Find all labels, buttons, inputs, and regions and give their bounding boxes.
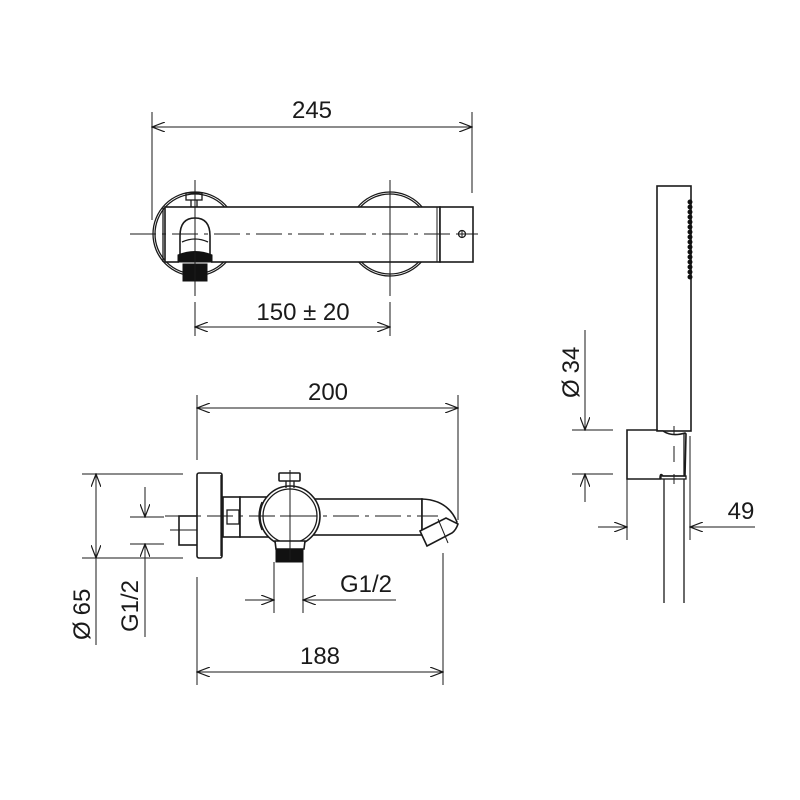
dimension-label-49: 49 (728, 498, 755, 525)
dimension-245: 245 (152, 97, 472, 220)
hand-shower-view: Ø34 49 (558, 185, 755, 603)
dimension-label-diameter-34: Ø34 (558, 347, 585, 398)
dimension-label-245: 245 (292, 97, 332, 124)
dimension-diameter-65: Ø65 (69, 474, 183, 645)
dimension-188: 188 (197, 553, 443, 685)
dimension-label-diameter-65: Ø65 (69, 589, 96, 640)
top-view: 245 150 (130, 97, 478, 336)
dimension-label-150: 150 ± 20 (256, 299, 349, 326)
front-view: 200 Ø65 G1/2 (69, 379, 458, 685)
dimension-label-outlet-g12: G1/2 (340, 571, 392, 598)
dimension-49: 49 (598, 479, 755, 540)
dimension-label-inlet-g12: G1/2 (117, 580, 144, 632)
dimension-inlet-g12: G1/2 (117, 487, 164, 637)
dimension-200: 200 (197, 379, 458, 520)
dimension-label-200: 200 (308, 379, 348, 406)
spray-nozzles (687, 199, 693, 280)
dimension-label-188: 188 (300, 643, 340, 670)
dimension-150: 150 ± 20 (195, 299, 390, 336)
dimension-outlet-g12: G1/2 (245, 562, 396, 613)
dimension-diameter-34: Ø34 (558, 330, 613, 502)
